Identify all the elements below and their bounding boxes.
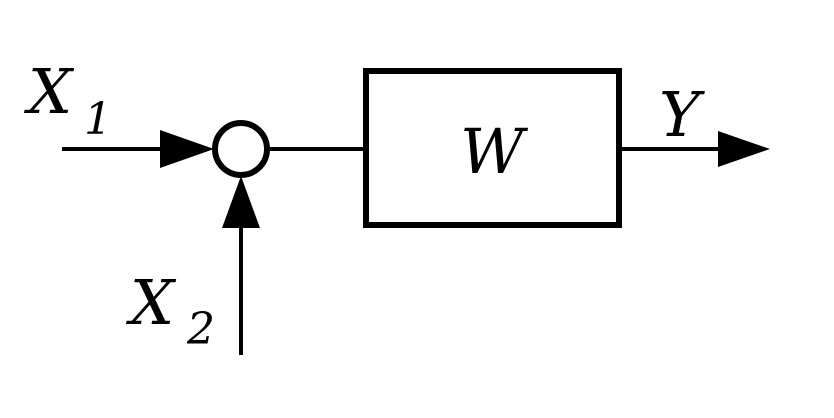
- output-connector: [619, 131, 770, 167]
- input-x1-connector: [62, 130, 214, 168]
- input-x2-subscript: 2: [186, 304, 215, 355]
- output-label: Y: [659, 78, 705, 151]
- input-x2-arrowhead: [222, 176, 260, 228]
- input-x1-symbol: X: [24, 55, 75, 128]
- input-x2-symbol: X: [126, 266, 177, 339]
- input-x2-connector: [222, 176, 260, 355]
- input-x1-subscript: 1: [84, 94, 112, 145]
- block-label: W: [460, 115, 528, 188]
- input-x1-arrowhead: [160, 130, 214, 168]
- transfer-block: [363, 68, 622, 228]
- output-arrowhead: [718, 131, 770, 167]
- summing-junction: [212, 120, 270, 178]
